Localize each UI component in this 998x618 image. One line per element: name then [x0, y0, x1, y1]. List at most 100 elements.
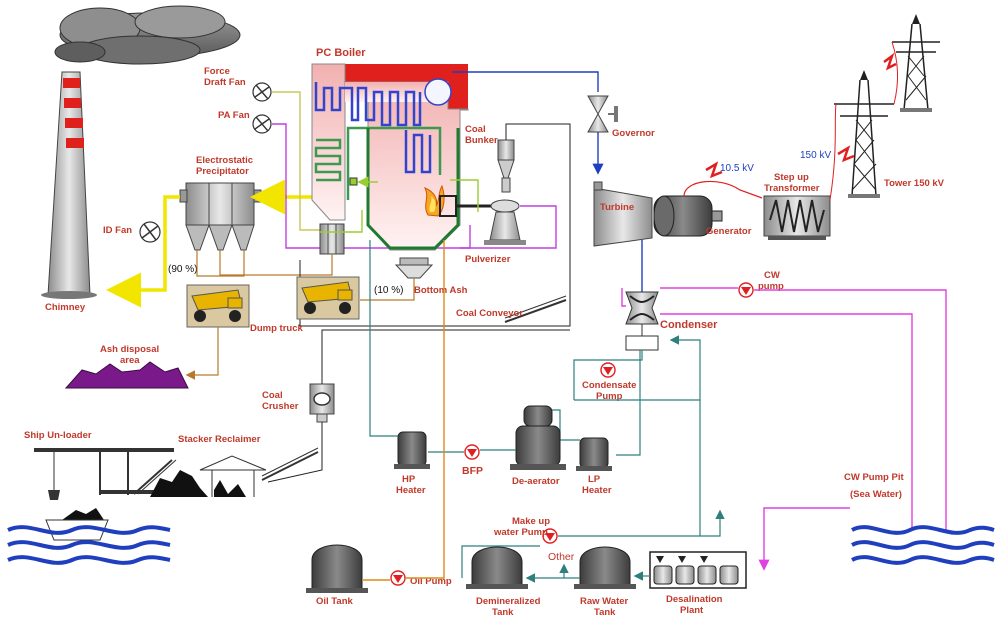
- coal-crusher-label-line2: Crusher: [262, 401, 299, 412]
- esp-label-line1: Electrostatic: [196, 155, 253, 166]
- generator-label: Generator: [706, 226, 752, 237]
- condensate-pump-label-line1: Condensate: [582, 380, 636, 391]
- transmission-tower-2: [892, 14, 940, 112]
- force-draft-fan-icon: [252, 82, 272, 102]
- makeup-pump-label-line1: Make up: [512, 516, 550, 527]
- governor-label: Governor: [612, 128, 655, 139]
- force-draft-fan-label-line1: Force: [204, 66, 230, 77]
- primary-air-line: [272, 123, 471, 249]
- oil-to-burner: [406, 240, 445, 579]
- coal-conveyor-label: Coal Conveyor: [456, 308, 523, 319]
- flue-gas-to-chimney: [106, 195, 180, 308]
- oil-tank-label: Oil Tank: [316, 596, 353, 607]
- sea-to-desal-line: [758, 507, 850, 571]
- esp-label-line2: Precipitator: [196, 166, 249, 177]
- esp-ash-line: [196, 250, 245, 277]
- demineralized-tank: [466, 546, 528, 589]
- forced-air-line: [272, 91, 320, 231]
- bottom-ash-percent: (10 %): [374, 285, 403, 296]
- cw-pump-pit-water: [851, 525, 995, 565]
- condenser-label: Condenser: [660, 319, 718, 331]
- preheater-ash-line: [220, 254, 333, 276]
- condensate-pump-icon: [600, 362, 616, 378]
- bottom-ash-hopper: [394, 257, 434, 279]
- raw-water-tank-label-line2: Tank: [594, 607, 616, 618]
- bottom-ash-line: [360, 278, 415, 301]
- pulverizer-air-line: [460, 205, 557, 249]
- oil-pump-icon: [390, 570, 406, 586]
- desal-plant-label-line2: Plant: [680, 605, 704, 616]
- lp-heater-label-line1: LP: [588, 474, 601, 485]
- coal-bunker-label-line1: Coal: [465, 124, 486, 135]
- lp-heater-label-line2: Heater: [582, 485, 612, 496]
- coal-conveyor: [504, 295, 567, 323]
- coal-crusher-label-line1: Coal: [262, 390, 283, 401]
- pc-boiler: [311, 63, 469, 251]
- de-aerator: [510, 405, 566, 470]
- oil-pump-label: Oil Pump: [410, 576, 452, 587]
- lp-heater: [576, 437, 612, 471]
- cw-pump-label-line2: pump: [758, 281, 784, 292]
- pa-fan-icon: [252, 114, 272, 134]
- demin-tank-label-line2: Tank: [492, 607, 514, 618]
- coal-ship: [45, 508, 109, 541]
- chimney: [41, 71, 97, 299]
- turbine: [593, 181, 653, 247]
- lightning-icon-tower: [883, 52, 897, 71]
- crusher-to-conveyor-line: [321, 329, 570, 384]
- demin-to-makeup-line: [461, 545, 540, 578]
- ash-disposal-label-line1: Ash disposal: [100, 344, 159, 355]
- crusher-conveyor: [261, 447, 319, 481]
- stacker-reclaimer: [133, 455, 267, 497]
- ash-disposal-area: [64, 361, 189, 389]
- other-label: Other: [548, 551, 575, 563]
- pa-fan-label: PA Fan: [218, 110, 250, 121]
- hp-heater-label-line2: Heater: [396, 485, 426, 496]
- feedwater-to-boiler: [369, 240, 398, 437]
- step-up-transformer: [763, 195, 831, 240]
- deaerator-label: De-aerator: [512, 476, 560, 487]
- kv-10-5-label: 10.5 kV: [720, 163, 754, 174]
- kv-150-label: 150 kV: [800, 150, 831, 161]
- condenser: [625, 291, 659, 351]
- stacker-reclaimer-label: Stacker Reclaimer: [178, 434, 261, 445]
- bfp-label: BFP: [462, 465, 483, 477]
- makeup-water-pump-icon: [542, 528, 558, 544]
- esp-percent-label: (90 %): [168, 264, 197, 275]
- id-fan-icon: [139, 221, 161, 243]
- dump-truck-1: [186, 284, 250, 328]
- dump-truck-2: [296, 276, 360, 320]
- condensate-pump-label-line2: Pump: [596, 391, 623, 402]
- cw-pump-icon: [738, 282, 754, 298]
- cw-pump-label-line1: CW: [764, 270, 780, 281]
- makeup-to-cycle-line: [558, 509, 725, 537]
- cw-discharge-line: [660, 313, 913, 530]
- raw-water-tank-label-line1: Raw Water: [580, 596, 629, 607]
- ship-unloader-label: Ship Un-loader: [24, 430, 92, 441]
- lightning-icon-150kv: [837, 145, 855, 163]
- desalination-plant: [649, 551, 747, 589]
- generator: [653, 195, 723, 237]
- smoke-cloud: [54, 5, 241, 65]
- hp-heater: [394, 431, 430, 469]
- hp-heater-label-line1: HP: [402, 474, 416, 485]
- turbine-label: Turbine: [600, 202, 634, 213]
- transformer-to-tower-line: [829, 103, 837, 201]
- electrostatic-precipitator: [179, 182, 262, 251]
- coal-bunker: [497, 139, 515, 193]
- transmission-tower-1: [834, 70, 894, 198]
- oil-tank: [306, 544, 368, 593]
- ash-disposal-label-line2: area: [120, 355, 140, 366]
- pulverizer-label: Pulverizer: [465, 254, 511, 265]
- ash-to-disposal-line: [185, 327, 219, 380]
- force-draft-fan-label-line2: Draft Fan: [204, 77, 246, 88]
- coal-bunker-label-line2: Bunker: [465, 135, 498, 146]
- lightning-icon-10kv: [705, 161, 723, 179]
- cw-inlet-line: [621, 288, 626, 307]
- bfp-icon: [464, 444, 480, 460]
- crusher-feed-line: [267, 422, 323, 483]
- green-air-line-2: [320, 210, 363, 233]
- cw-pump-pit-label-line1: CW Pump Pit: [844, 472, 904, 483]
- dump-truck-label: Dump truck: [250, 323, 304, 334]
